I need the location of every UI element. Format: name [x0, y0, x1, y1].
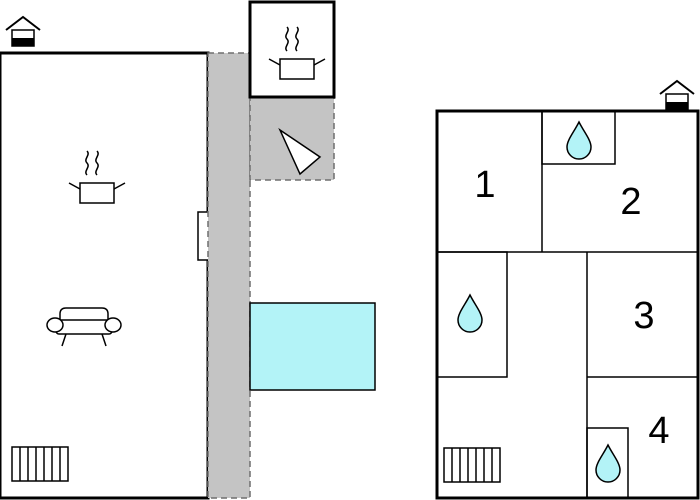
- barbecue-icon: [278, 127, 322, 176]
- sofa-icon: [46, 307, 122, 347]
- room-number-2: 2: [620, 181, 641, 223]
- bathroom-top: [541, 110, 616, 165]
- radiator-icon: [11, 446, 69, 482]
- outdoor-kitchen: [248, 0, 336, 99]
- terrace-strip: [207, 52, 251, 499]
- room-number-4: 4: [648, 410, 669, 452]
- room-number-1: 1: [474, 164, 495, 206]
- house-entrance-icon: [5, 16, 41, 47]
- pool: [249, 302, 376, 391]
- left-building: [0, 51, 216, 500]
- bathroom-left: [436, 251, 508, 378]
- radiator-icon: [443, 447, 501, 483]
- right-building: 1 2 3 4: [435, 109, 700, 500]
- room-number-3: 3: [633, 295, 654, 337]
- bathroom-bottom: [586, 427, 629, 499]
- house-entrance-icon: [659, 80, 695, 111]
